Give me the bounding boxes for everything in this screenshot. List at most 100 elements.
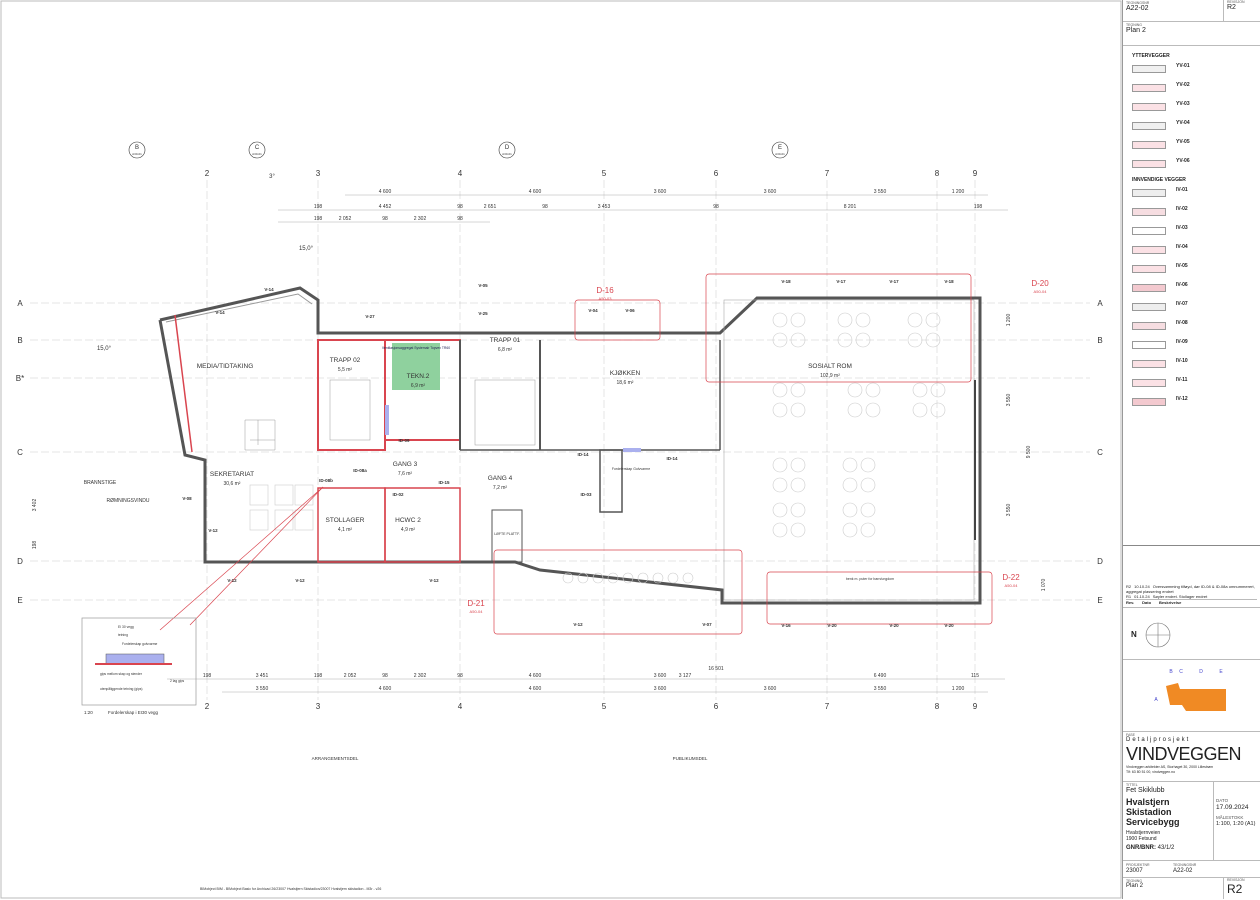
chair	[865, 382, 881, 398]
wall-code: YV-06	[1176, 158, 1190, 164]
room-area: 18,6 m²	[617, 380, 634, 386]
chair	[842, 457, 858, 473]
chair	[930, 402, 946, 418]
detail-label: tetning	[118, 633, 128, 637]
grid-label-top: 8	[935, 169, 940, 178]
wall-swatch	[1132, 284, 1166, 292]
chair	[907, 332, 923, 348]
dimension-value: 2 052	[339, 216, 352, 222]
window-tag: V-05	[478, 283, 488, 288]
wall-code: YV-02	[1176, 82, 1190, 88]
chair	[772, 502, 788, 518]
legend-item: IV-10	[1132, 358, 1257, 368]
dimension-value: 98	[382, 216, 388, 222]
room-area: 102,9 m²	[820, 373, 840, 379]
dimension-value: 2 651	[484, 204, 497, 210]
wall-swatch	[1132, 303, 1166, 311]
room-name: GANG 4	[488, 475, 513, 482]
key-plan-label: A	[1154, 697, 1158, 703]
room-area: 4,1 m²	[338, 527, 353, 533]
section-label: C	[255, 145, 260, 151]
window-tag: V-04	[588, 308, 598, 313]
chair	[860, 522, 876, 538]
legend-item: IV-01	[1132, 187, 1257, 197]
dimension-value: 98	[713, 204, 719, 210]
grid-label-top: 4	[458, 169, 463, 178]
chair	[790, 332, 806, 348]
wall-code: IV-08	[1176, 320, 1188, 326]
room-name: STOLLAGER	[326, 517, 365, 524]
revision: R2	[1227, 4, 1236, 11]
key-plan-label: C	[1179, 669, 1183, 675]
dimension-value: 4 600	[529, 673, 542, 679]
note-arrangement: ARRANGEMENTSDEL	[312, 756, 359, 761]
project-info: TITTEL Fet Skiklubb Hvalstjern Skistadio…	[1123, 782, 1260, 860]
window-tag: V-06	[625, 308, 635, 313]
dimension-value: 115	[971, 673, 979, 679]
grid-label-left: E	[17, 596, 22, 605]
floor-plan: 2233445566778899ABB*CDEABCDEBA30-01CA30-…	[0, 0, 1122, 899]
section-label: B	[135, 145, 139, 151]
window-tag: V-14	[215, 310, 225, 315]
table	[249, 509, 269, 531]
note-bank: benk m. puter for barn/ungdom	[846, 577, 894, 581]
room-name: HCWC 2	[395, 517, 421, 524]
chair	[912, 402, 928, 418]
detail-scale: 1:20	[84, 710, 93, 715]
section-label: D	[505, 145, 510, 151]
detail-label: gips mellom skap og stender	[100, 672, 143, 676]
wall-swatch	[1132, 65, 1166, 73]
room-area: 30,6 m²	[224, 481, 241, 487]
dimension-value: 98	[382, 673, 388, 679]
dimension-value: 3 550	[256, 686, 269, 692]
room-name: SEKRETARIAT	[210, 471, 254, 478]
dimension-value: 4 600	[529, 686, 542, 692]
bar-stool	[682, 572, 694, 584]
door-tag: ID-08b	[319, 478, 333, 483]
window-tag: V-12	[208, 528, 218, 533]
wall-swatch	[1132, 360, 1166, 368]
detail-callout-boxes	[159, 273, 993, 635]
dimension-value: 3 550	[1006, 394, 1012, 407]
door-tag: ID-09	[398, 438, 410, 443]
grid-label-bottom: 2	[205, 702, 210, 711]
wall-code: IV-01	[1176, 187, 1188, 193]
window-tag: V-25	[478, 311, 488, 316]
window-tag: V-20	[827, 623, 837, 628]
chair	[790, 312, 806, 328]
legend-item: YV-04	[1132, 120, 1257, 130]
grid-label-top: 5	[602, 169, 607, 178]
legend-item: IV-08	[1132, 320, 1257, 330]
legend-item: IV-09	[1132, 339, 1257, 349]
chair	[772, 457, 788, 473]
legend-section-title: INNVENDIGE VEGGER	[1132, 177, 1186, 183]
dimension-value: 198	[203, 673, 212, 679]
wall-code: IV-09	[1176, 339, 1188, 345]
window-tag: V-27	[365, 314, 375, 319]
door-tag: ID-08a	[353, 468, 367, 473]
dimension-value: 3 453	[598, 204, 611, 210]
window-tag: V-12	[227, 578, 237, 583]
grid-label-left: C	[17, 448, 23, 457]
key-plan-label: D	[1199, 669, 1203, 675]
chair	[772, 382, 788, 398]
wall-code: IV-12	[1176, 396, 1188, 402]
grid-label-bottom: 5	[602, 702, 607, 711]
wall-swatch	[1132, 189, 1166, 197]
dimension-value: 3 550	[1006, 504, 1012, 517]
wall-swatch	[1132, 141, 1166, 149]
grid-label-left: D	[17, 557, 23, 566]
window-tag: V-17	[889, 279, 899, 284]
grid-label-left: B	[17, 336, 22, 345]
bar-stool	[652, 572, 664, 584]
wall-swatch	[1132, 227, 1166, 235]
room-name: KJØKKEN	[610, 370, 641, 377]
room-name: TRAPP 01	[490, 337, 521, 344]
chair	[847, 402, 863, 418]
dimension-value: 3 402	[32, 499, 38, 512]
